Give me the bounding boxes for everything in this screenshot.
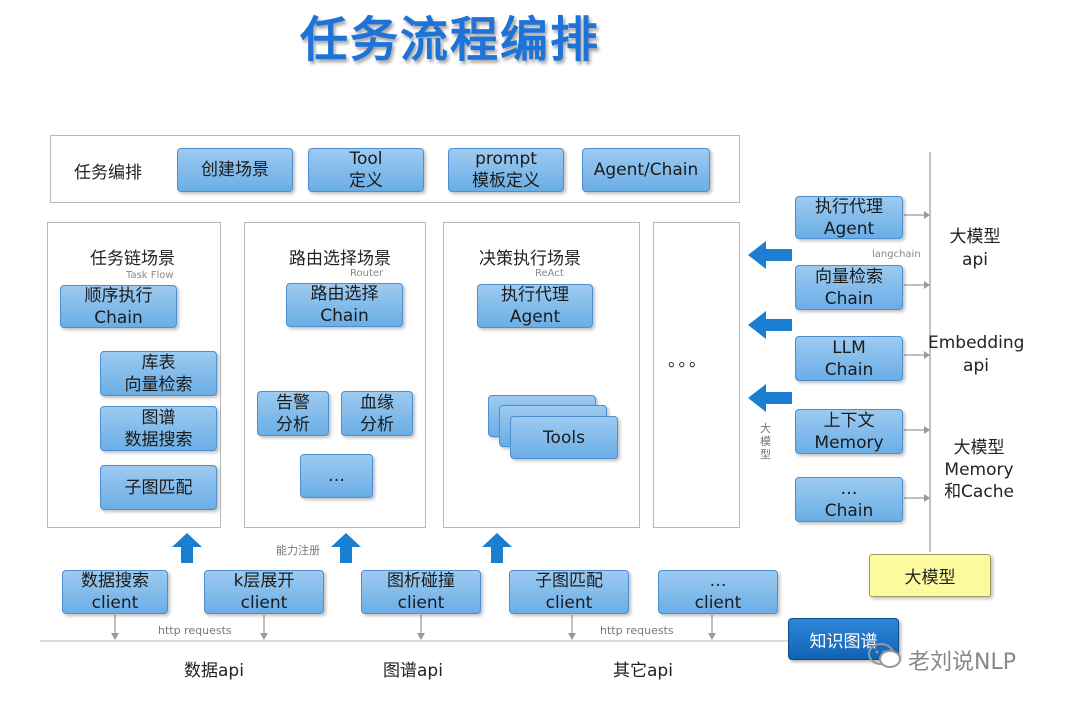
other-api-label: 其它api — [613, 661, 673, 681]
task-flow-title: 任务链场景 — [90, 249, 175, 269]
subgraph-match-node: 子图匹配 — [100, 465, 217, 510]
watermark-text: 老刘说NLP — [908, 650, 1016, 675]
alert-analysis-node: 告警分析 — [257, 391, 329, 436]
lineage-analysis-node: 血缘分析 — [341, 391, 413, 436]
wechat-icon — [868, 642, 902, 670]
react-subtitle: ReAct — [535, 268, 564, 279]
langchain-label: langchain — [872, 249, 921, 260]
http-requests-left: http requests — [158, 624, 232, 637]
react-title: 决策执行场景 — [479, 249, 581, 269]
data-api-label: 数据api — [184, 661, 244, 681]
more-ellipsis: 。。。 — [668, 351, 708, 371]
step-agent-chain: Agent/Chain — [582, 148, 710, 192]
more-client: …client — [658, 570, 778, 614]
react-panel — [443, 222, 640, 528]
router-subtitle: Router — [350, 268, 384, 279]
big-model-box: 大模型 — [869, 554, 991, 597]
knowledge-graph-box: 知识图谱 — [788, 618, 899, 660]
task-flow-subtitle: Task Flow — [126, 270, 174, 281]
step-create-scene: 创建场景 — [177, 148, 293, 192]
tools-node: Tools — [510, 416, 618, 459]
graph-data-search-node: 图谱数据搜索 — [100, 406, 217, 451]
router-more-node: … — [300, 454, 373, 498]
orchestration-label: 任务编排 — [74, 163, 142, 183]
right-more-chain-node: …Chain — [795, 477, 903, 522]
page-title: 任务流程编排 — [300, 12, 601, 68]
table-vector-search-node: 库表向量检索 — [100, 351, 217, 396]
more-panel — [653, 222, 740, 528]
big-model-vertical-label: 大模型 — [760, 422, 771, 461]
graph-api-label: 图谱api — [383, 661, 443, 681]
http-requests-right: http requests — [600, 624, 674, 637]
capability-register-label: 能力注册 — [276, 544, 320, 557]
router-title: 路由选择场景 — [289, 249, 391, 269]
